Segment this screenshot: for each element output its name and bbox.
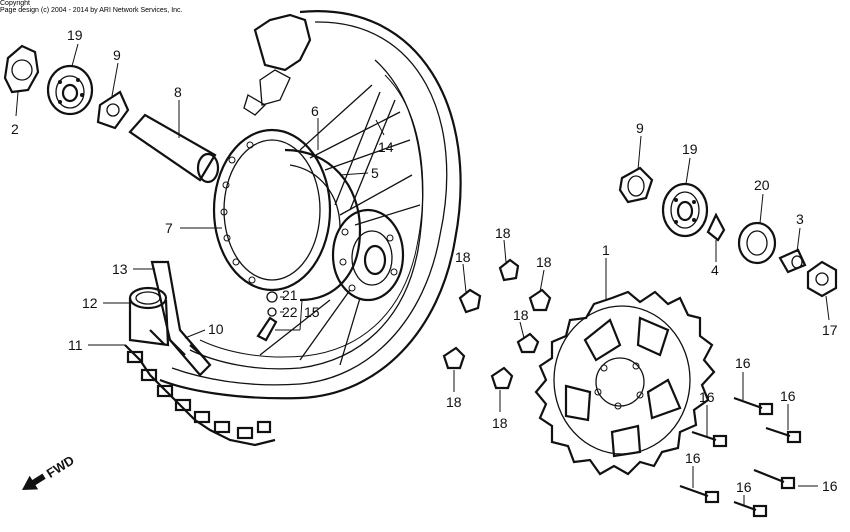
callout-18: 18 — [536, 254, 552, 270]
callout-2: 2 — [11, 121, 19, 137]
right-oil-seal — [618, 166, 654, 204]
left-hub-nut — [3, 44, 40, 94]
sprocket-bolt — [691, 430, 728, 448]
sprocket-bolt — [679, 484, 720, 504]
callout-1: 1 — [602, 242, 610, 258]
sprocket-nut — [498, 258, 520, 282]
sprocket-bolt — [765, 426, 802, 444]
copyright-line-1: Copyright — [0, 0, 30, 7]
callout-16: 16 — [736, 479, 752, 495]
left-bearing — [46, 64, 94, 116]
callout-18: 18 — [513, 307, 529, 323]
callout-14: 14 — [378, 139, 394, 155]
sprocket-nut — [528, 288, 552, 312]
tire-tread — [124, 329, 276, 447]
callout-11: 11 — [68, 337, 83, 353]
callout-19: 19 — [67, 27, 83, 43]
sprocket-bolt — [753, 468, 796, 490]
callout-18: 18 — [495, 225, 511, 241]
callout-5: 5 — [371, 165, 379, 181]
sprocket-nut — [516, 332, 540, 354]
tire — [124, 10, 462, 447]
driven-sprocket — [534, 290, 716, 476]
callout-10: 10 — [208, 321, 224, 337]
sprocket-bolt — [733, 396, 774, 416]
valve-stem — [256, 291, 278, 342]
spokes — [259, 84, 421, 366]
sprocket-nut — [442, 346, 466, 370]
callout-3: 3 — [796, 211, 804, 227]
left-oil-seal — [96, 90, 130, 130]
fwd-arrow: FWD — [22, 452, 77, 490]
sprocket-nut — [458, 288, 482, 314]
callout-16: 16 — [699, 389, 715, 405]
right-collar — [778, 248, 807, 274]
leader-lines — [15, 43, 830, 506]
callout-7: 7 — [165, 220, 173, 236]
right-seal-retainer — [706, 212, 726, 242]
fwd-label: FWD — [44, 452, 77, 480]
callout-9: 9 — [636, 120, 644, 136]
callout-18: 18 — [455, 249, 471, 265]
callout-13: 13 — [112, 261, 128, 277]
callout-18: 18 — [492, 415, 508, 431]
callout-22: 22 — [282, 304, 298, 320]
callout-9: 9 — [113, 47, 121, 63]
callout-18: 18 — [446, 394, 462, 410]
brake-arm — [128, 286, 170, 347]
wheel-hub — [212, 128, 405, 302]
right-bearing — [661, 182, 709, 238]
callout-15: 15 — [304, 304, 320, 320]
callout-17: 17 — [822, 322, 838, 338]
axle-nut — [806, 260, 838, 298]
callout-12: 12 — [82, 295, 98, 311]
callout-labels: 2 19 9 8 6 14 5 7 13 12 11 10 21 22 15 9… — [11, 27, 838, 495]
chain-guide-plate — [150, 260, 212, 377]
sprocket-nut — [490, 366, 514, 390]
right-dust-seal — [737, 221, 777, 265]
callout-16: 16 — [685, 450, 701, 466]
callout-16: 16 — [822, 478, 838, 494]
callout-8: 8 — [174, 84, 182, 100]
callout-16: 16 — [780, 388, 796, 404]
callout-16: 16 — [735, 355, 751, 371]
sprocket-bolt — [733, 500, 768, 518]
callout-4: 4 — [711, 262, 719, 278]
callout-6: 6 — [311, 103, 319, 119]
callout-21: 21 — [282, 287, 298, 303]
copyright-line-2: Page design (c) 2004 - 2014 by ARI Netwo… — [0, 7, 183, 14]
callout-19: 19 — [682, 141, 698, 157]
distance-collar — [128, 113, 220, 184]
callout-20: 20 — [754, 177, 770, 193]
